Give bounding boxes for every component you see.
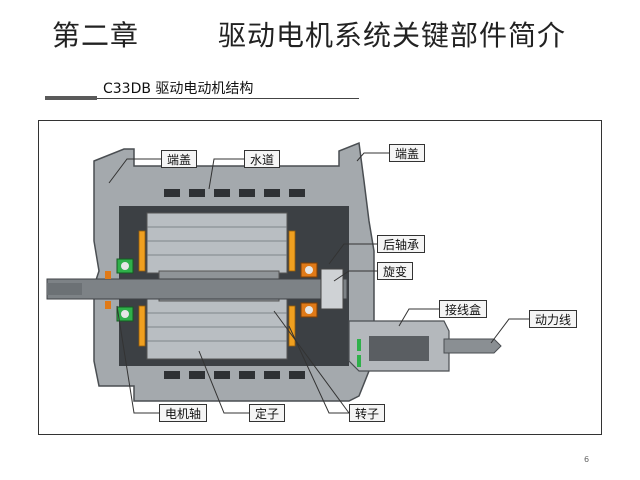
page-number: 6 xyxy=(584,455,590,464)
callout-power-line: 动力线 xyxy=(529,310,578,328)
stator-windings xyxy=(138,230,296,347)
motor-shaft xyxy=(46,278,348,300)
callout-water-channel: 水道 xyxy=(244,150,281,168)
junction-terminals xyxy=(357,339,361,367)
chapter-heading: 驱动电机系统关键部件简介 xyxy=(218,19,567,52)
rear-bearing xyxy=(300,262,318,318)
chapter-label: 第二章 xyxy=(52,19,140,52)
callout-stator: 定子 xyxy=(249,404,286,422)
callout-end-cover-left: 端盖 xyxy=(161,150,198,168)
callout-motor-shaft: 电机轴 xyxy=(159,404,208,422)
slide-title: 第二章 驱动电机系统关键部件简介 xyxy=(0,14,640,58)
resolver-body xyxy=(320,268,344,310)
callout-resolver: 旋变 xyxy=(377,262,414,280)
motor-cross-section-drawing xyxy=(46,141,529,414)
subtitle-accent-bar xyxy=(45,96,97,100)
shaft-end xyxy=(47,283,82,295)
subtitle-row: C33DB 驱动电动机结构 xyxy=(0,78,640,102)
callout-junction-box: 接线盒 xyxy=(439,300,488,318)
subtitle: C33DB 驱动电动机结构 xyxy=(103,81,254,97)
power-line-cable xyxy=(443,338,502,354)
stator-stack-upper xyxy=(146,212,288,274)
water-channel-slots xyxy=(164,189,305,379)
callout-rear-bearing: 后轴承 xyxy=(377,235,426,253)
leader-lines xyxy=(108,152,529,414)
junction-box-cavity xyxy=(369,336,429,361)
callout-end-cover-right: 端盖 xyxy=(389,144,426,162)
front-bearings xyxy=(105,258,134,322)
callout-rotor: 转子 xyxy=(349,404,386,422)
motor-cross-section-figure: 端盖 水道 端盖 后轴承 旋变 接线盒 动力线 电机轴 定子 转子 xyxy=(38,120,602,435)
stator-stack-lower xyxy=(146,298,288,360)
stator-lamination-lines xyxy=(147,226,287,342)
subtitle-underline xyxy=(97,98,359,99)
